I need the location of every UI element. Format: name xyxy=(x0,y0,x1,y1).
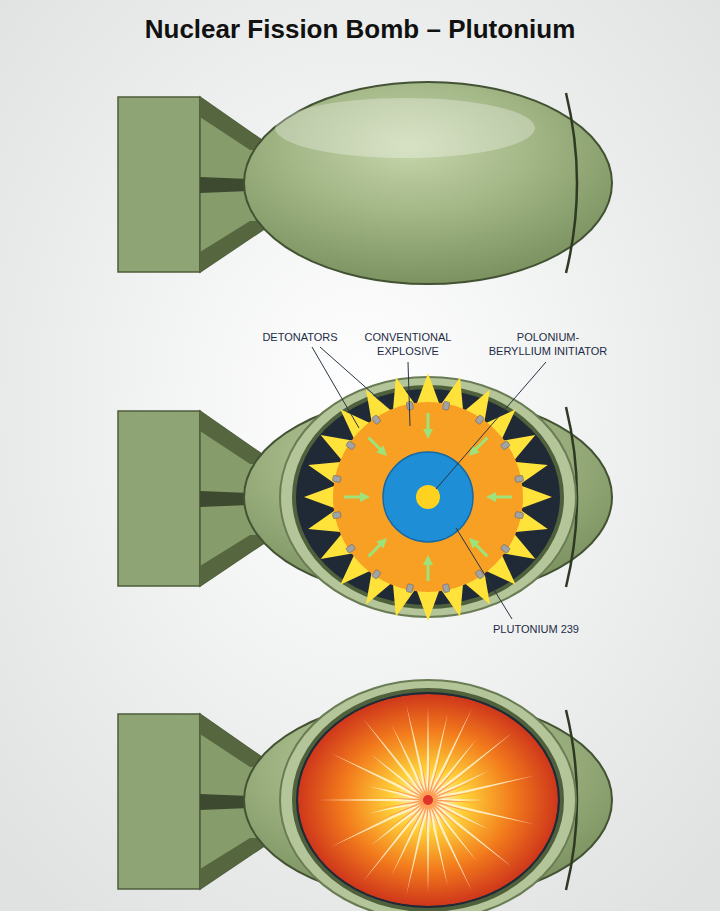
highlight xyxy=(275,98,535,158)
part-label: CONVENTIONAL EXPLOSIVE xyxy=(358,330,458,358)
leader-line xyxy=(408,362,410,426)
plutonium-core xyxy=(383,452,473,542)
flash-rays xyxy=(318,705,535,896)
detonator xyxy=(515,475,524,482)
detonator xyxy=(515,511,524,518)
compression-arrow-head xyxy=(423,429,433,439)
leader-line xyxy=(456,528,512,619)
detonator xyxy=(372,569,381,579)
compression-arrow-head xyxy=(423,555,433,565)
cutaway-opening xyxy=(294,690,562,910)
explosion xyxy=(298,694,558,906)
part-label: DETONATORS xyxy=(245,330,355,344)
detonator xyxy=(475,569,484,579)
detonator xyxy=(442,584,449,593)
tail-box xyxy=(118,411,200,586)
detonator xyxy=(332,511,341,518)
compression-arrow-head xyxy=(486,492,496,502)
shock-spikes xyxy=(304,373,552,621)
compression-arrow-head xyxy=(469,538,480,549)
fireball xyxy=(298,694,558,906)
tail-box xyxy=(118,714,200,889)
leader-line xyxy=(312,347,359,428)
detonator xyxy=(346,441,356,450)
detonator xyxy=(406,584,413,593)
flash-core xyxy=(374,751,483,841)
compression-arrow-head xyxy=(360,492,370,502)
compression-arrow-head xyxy=(469,445,480,456)
title: Nuclear Fission Bomb – Plutonium xyxy=(0,14,720,45)
cutaway-rim xyxy=(280,680,576,911)
bomb-casing xyxy=(118,82,612,284)
nose-seam xyxy=(566,93,577,273)
detonator xyxy=(332,475,341,482)
detonator xyxy=(372,415,381,425)
detonator xyxy=(346,544,356,553)
leader-line xyxy=(436,362,546,489)
part-label: PLUTONIUM 239 xyxy=(481,622,591,636)
detonator xyxy=(442,401,449,410)
explosive-lens xyxy=(333,402,523,592)
part-label: POLONIUM- BERYLLIUM INITIATOR xyxy=(486,330,610,358)
tail-box xyxy=(118,97,200,272)
bomb-casing xyxy=(118,680,612,911)
flash-center xyxy=(423,795,433,805)
bomb-body xyxy=(244,82,612,284)
compression-arrow-head xyxy=(376,538,387,549)
detonator xyxy=(500,544,510,553)
detonator xyxy=(500,441,510,450)
cutaway-opening xyxy=(294,387,562,607)
detonator xyxy=(475,415,484,425)
compression-arrow-head xyxy=(376,445,387,456)
